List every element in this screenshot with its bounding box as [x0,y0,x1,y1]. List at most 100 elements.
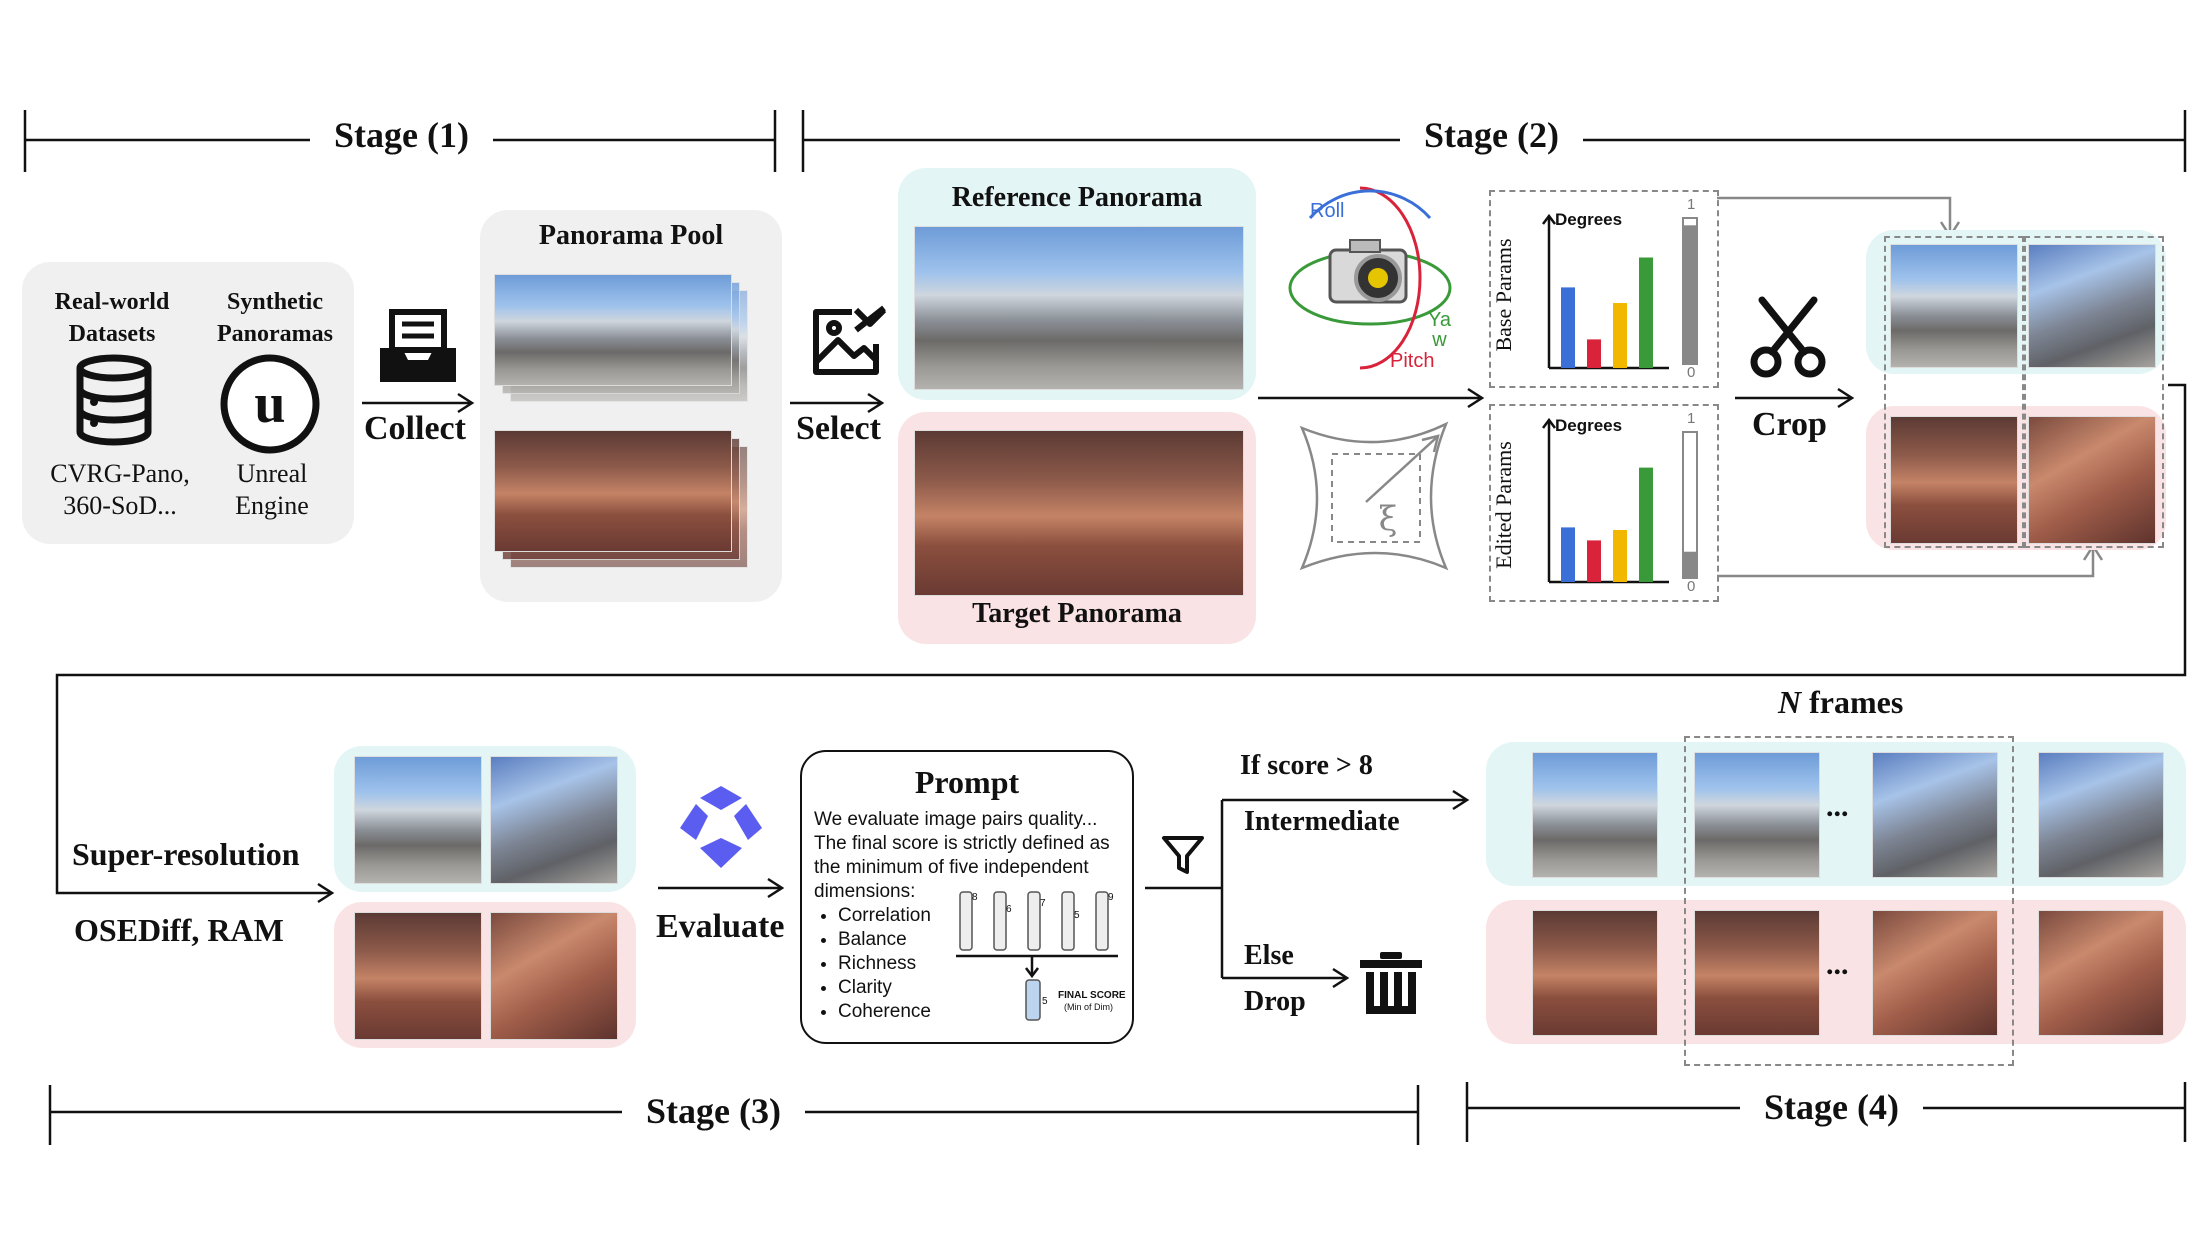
pool-room-panorama [494,430,732,552]
output-reference-panel [1486,742,2186,886]
sr-methods-label: OSEDiff, RAM [74,912,284,948]
output-target-frame [1532,910,1658,1036]
frames-word: frames [1801,684,1904,720]
vlm-model-icon [680,786,762,868]
output-target-panel [1486,900,2186,1044]
real-world-examples-1: CVRG-Pano, [50,459,190,488]
reference-panorama-image [914,226,1244,390]
output-target-frame [1694,910,1820,1036]
criterion-item: Correlation [838,904,931,928]
prompt-line-2: The final score is strictly defined as [814,833,1110,854]
output-target-frame [2038,910,2164,1036]
drop-label: Drop [1244,986,1306,1017]
output-reference-frame [1532,752,1658,878]
super-resolution-label: Super-resolution [72,836,300,872]
base-bar [1639,257,1653,368]
data-sources-panel: Real-world Datasets Synthetic Panoramas … [22,262,354,544]
base-level-fill [1683,225,1697,364]
prompt-line-3: the minimum of five independent [814,857,1089,878]
synthetic-title-1: Synthetic [227,289,323,315]
stage-1-label: Stage (1) [310,114,493,156]
n-frames-window [1684,736,2014,1066]
base-degrees-label: Degrees [1555,210,1623,229]
synthetic-title-2: Panoramas [217,321,333,347]
synthetic-examples-2: Engine [235,491,309,520]
edited-bar [1587,540,1601,582]
base-bar [1613,303,1627,368]
gauge-value-3: 7 [1040,898,1046,909]
roll-label: Roll [1310,200,1345,222]
cropped-reference-panel [1866,230,2166,374]
criteria-list: Correlation Balance Richness Clarity Coh… [814,904,931,1024]
base-params-box: Base Params Degrees 1 0 [1489,190,1719,388]
svg-text:ξ: ξ [1379,499,1398,539]
edited-level-fill [1683,551,1697,578]
base-params-label: Base Params [1491,238,1516,352]
final-score-value: 5 [1042,996,1048,1007]
pool-city-panorama [494,274,732,386]
base-y-arrow [1542,213,1556,225]
output-reference-frame [1694,752,1820,878]
select-label: Select [796,410,881,447]
gauge-value-1: 8 [972,892,978,903]
cropped-reference-frame-1 [1890,244,2018,368]
image-shuffle-icon [813,305,887,375]
stage-2-label: Stage (2) [1400,114,1583,156]
prompt-title: Prompt [914,764,1020,800]
panorama-pool-title: Panorama Pool [538,220,724,251]
criterion-item: Clarity [838,976,931,1000]
base-scale-bottom: 0 [1687,364,1696,381]
edited-params-chart [1542,417,1698,584]
crop-window-2 [2024,236,2164,548]
cropped-target-frame-2 [2028,416,2156,544]
target-panorama-image [914,430,1244,596]
edited-bar [1639,467,1653,582]
sr-target-frame-2 [490,912,618,1040]
reference-panorama-panel: Reference Panorama [898,168,1256,400]
intermediate-label: Intermediate [1244,806,1400,837]
target-panorama-panel: Target Panorama [898,412,1256,644]
cropped-target-frame-1 [1890,416,2018,544]
gauge-value-5: 9 [1108,892,1114,903]
sr-reference-panel [334,746,636,892]
target-ellipsis: ... [1826,948,1849,981]
svg-text:u: u [254,373,285,435]
filter-funnel-icon [1162,836,1204,874]
gauge-value-2: 6 [1006,904,1012,915]
unreal-engine-icon: u [220,354,320,454]
scissors-icon [1750,296,1826,378]
edited-scale-top: 1 [1687,410,1696,427]
camera-rotation-icon [1288,186,1452,370]
prompt-card: Prompt We evaluate image pairs quality..… [800,750,1134,1044]
edited-bar [1561,527,1575,582]
panorama-pool-panel: Panorama Pool [480,210,782,602]
criterion-item: Richness [838,952,931,976]
collect-label: Collect [364,410,466,447]
yaw-label-1: Ya [1428,309,1451,331]
else-label: Else [1244,940,1294,971]
final-score-label: FINAL SCORE [1058,990,1126,1001]
pitch-label: Pitch [1390,350,1435,372]
prompt-line-1: We evaluate image pairs quality... [814,809,1098,830]
crop-label: Crop [1752,406,1827,443]
real-world-examples-2: 360-SoD... [63,491,177,520]
score-gauges [956,891,1118,1021]
criterion-item: Balance [838,928,931,952]
output-target-frame [1872,910,1998,1036]
reference-ellipsis: ... [1826,790,1849,823]
base-bar [1561,287,1575,368]
real-world-title-1: Real-world [54,289,170,315]
crop-window-1 [1884,236,2024,548]
cropped-reference-frame-2 [2028,244,2156,368]
prompt-line-4: dimensions: [814,881,916,902]
edited-bar [1613,530,1627,582]
edited-scale-bottom: 0 [1687,578,1696,595]
target-panorama-title: Target Panorama [972,598,1182,629]
base-scale-top: 1 [1687,196,1696,213]
filter-condition-label: If score > 8 [1240,750,1373,781]
base-bar [1587,339,1601,368]
sr-target-frame-1 [354,912,482,1040]
n-frames-label: N frames [1778,684,1903,721]
stage-3-label: Stage (3) [622,1090,805,1132]
